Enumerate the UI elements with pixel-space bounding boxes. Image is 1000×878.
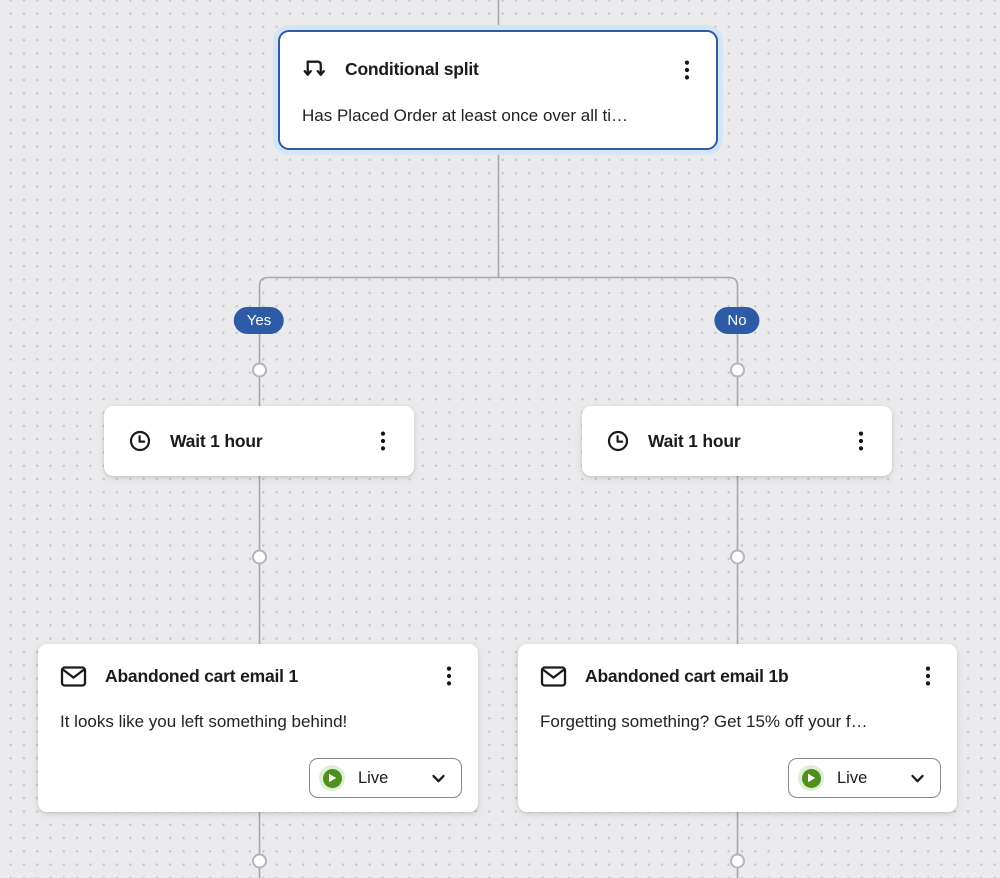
conditional-split-header: Conditional split <box>302 57 694 82</box>
node-wait-left[interactable]: Wait 1 hour <box>104 406 414 476</box>
node-subtitle: Forgetting something? Get 15% off your f… <box>540 712 868 731</box>
split-arrows-icon <box>302 57 327 82</box>
status-label: Live <box>358 768 389 787</box>
kebab-menu-icon[interactable] <box>442 664 456 688</box>
envelope-icon <box>540 665 567 688</box>
email-header: Abandoned cart email 1b <box>540 664 935 688</box>
status-dropdown[interactable]: Live <box>309 758 462 798</box>
node-wait-right[interactable]: Wait 1 hour <box>582 406 892 476</box>
kebab-menu-icon[interactable] <box>921 664 935 688</box>
connector-branch <box>258 276 739 406</box>
clock-icon <box>606 429 630 453</box>
wait-header: Wait 1 hour <box>128 429 390 453</box>
node-title: Conditional split <box>345 59 479 79</box>
node-title: Abandoned cart email 1 <box>105 665 299 686</box>
clock-icon <box>128 429 152 453</box>
connector-handle[interactable] <box>252 549 267 565</box>
node-email-left[interactable]: Abandoned cart email 1 It looks like you… <box>38 644 478 812</box>
kebab-menu-icon[interactable] <box>854 429 868 453</box>
connector-handle[interactable] <box>730 362 745 378</box>
node-subtitle: It looks like you left something behind! <box>60 712 348 731</box>
play-icon <box>319 765 345 791</box>
branch-label-no: No <box>714 307 760 334</box>
connector-handle[interactable] <box>730 853 745 869</box>
email-header: Abandoned cart email 1 <box>60 664 456 688</box>
node-title: Wait 1 hour <box>648 430 741 451</box>
play-icon <box>798 765 824 791</box>
envelope-icon <box>60 665 87 688</box>
status-dropdown[interactable]: Live <box>788 758 941 798</box>
node-title: Abandoned cart email 1b <box>585 665 789 686</box>
connector-handle[interactable] <box>252 362 267 378</box>
node-title: Wait 1 hour <box>170 430 263 451</box>
connector-handle[interactable] <box>730 549 745 565</box>
node-email-right[interactable]: Abandoned cart email 1b Forgetting somet… <box>518 644 957 812</box>
kebab-menu-icon[interactable] <box>376 429 390 453</box>
node-subtitle: Has Placed Order at least once over all … <box>302 106 628 125</box>
status-label: Live <box>837 768 868 787</box>
node-conditional-split[interactable]: Conditional split Has Placed Order at le… <box>278 30 718 150</box>
chevron-down-icon <box>430 770 447 787</box>
wait-header: Wait 1 hour <box>606 429 868 453</box>
branch-label-yes: Yes <box>233 307 285 334</box>
chevron-down-icon <box>909 770 926 787</box>
connector-handle[interactable] <box>252 853 267 869</box>
kebab-menu-icon[interactable] <box>680 58 694 82</box>
